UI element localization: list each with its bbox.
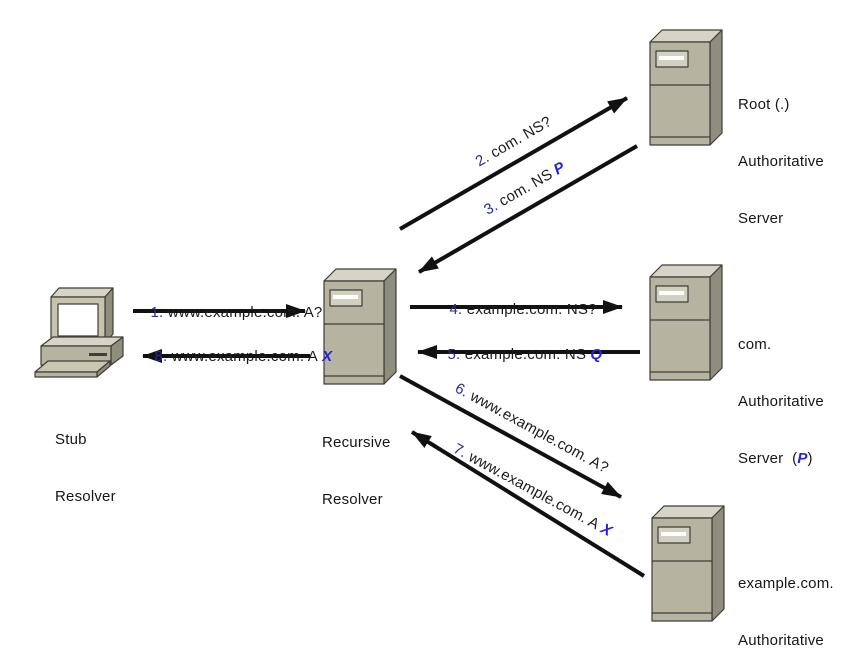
arrow-step-7 <box>410 430 646 578</box>
message-label-1: 1. www.example.com. A? <box>150 304 323 321</box>
arrow-step-2 <box>399 96 628 231</box>
message-label-4: 4. example.com. NS? <box>449 301 597 318</box>
com-server-icon <box>649 264 723 381</box>
system-unit-top <box>40 336 124 347</box>
monitor-side <box>104 287 114 344</box>
example-server-icon <box>651 505 725 622</box>
keyboard-front <box>34 371 98 378</box>
keyboard-side <box>96 360 111 378</box>
com-server-label: com. Authoritative Server (P) <box>738 336 824 467</box>
arrow-step-6 <box>399 374 622 499</box>
monitor-top <box>50 287 114 298</box>
stub-resolver-label: Stub Resolver <box>55 431 116 505</box>
recursive-resolver-server-icon <box>323 268 397 385</box>
example-server-label: example.com. Authoritative Server (Q) <box>738 575 834 649</box>
root-server-label: Root (.) Authoritative Server <box>738 96 824 227</box>
arrow-step-3 <box>417 144 639 274</box>
root-server-icon <box>649 29 723 146</box>
monitor-screen <box>57 303 99 337</box>
desktop-computer-icon <box>34 287 124 378</box>
recursive-resolver-label: Recursive Resolver <box>322 434 391 508</box>
drive-slot <box>89 353 107 356</box>
